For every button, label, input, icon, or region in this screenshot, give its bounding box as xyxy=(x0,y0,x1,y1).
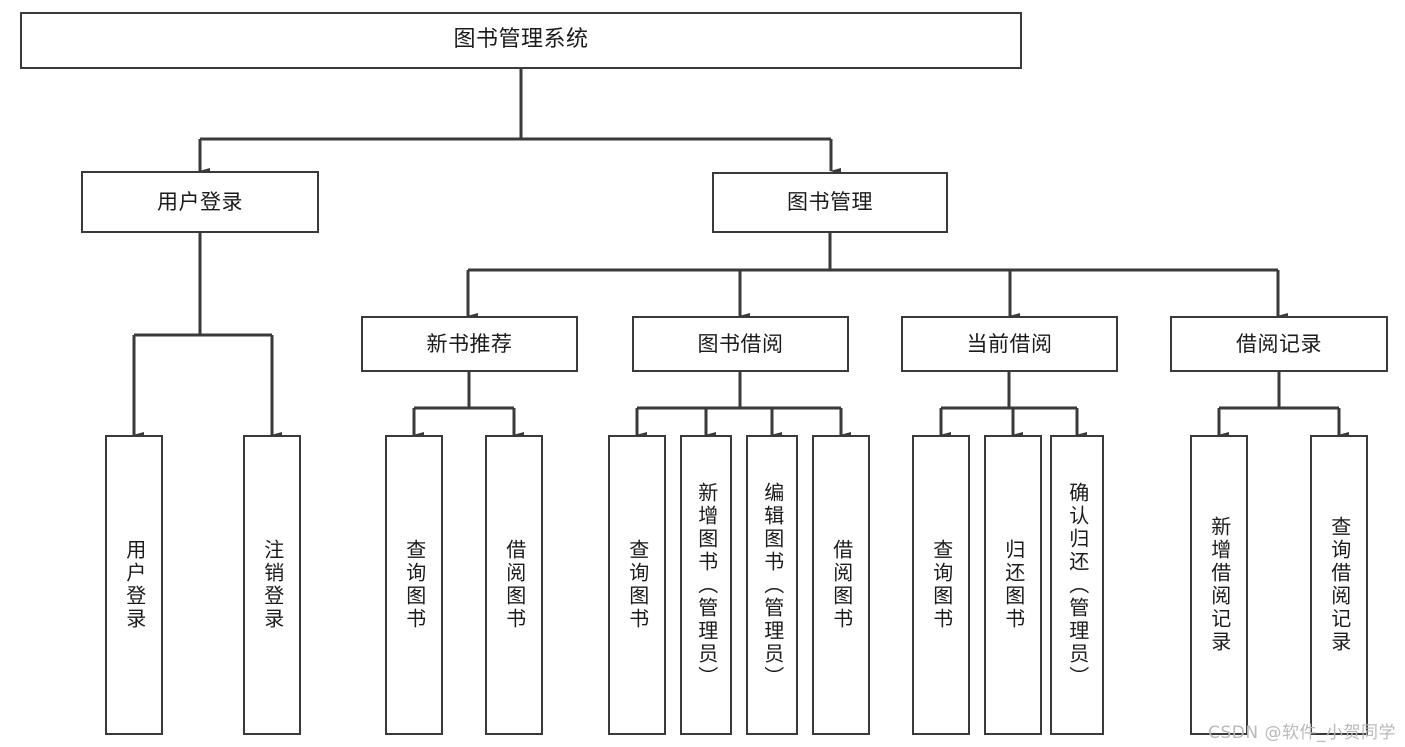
node-label: 借阅记录 xyxy=(1236,331,1322,356)
node-label: 编辑图书（管理员） xyxy=(760,481,785,689)
node-leaf_7[interactable]: 借阅图书 xyxy=(812,435,870,735)
node-leaf_5[interactable]: 新增图书（管理员） xyxy=(680,435,732,735)
node-leaf_2[interactable]: 查询图书 xyxy=(385,435,443,735)
node-leaf_8[interactable]: 查询图书 xyxy=(912,435,970,735)
node-leaf_10[interactable]: 确认归还（管理员） xyxy=(1050,435,1104,735)
node-l2_2[interactable]: 当前借阅 xyxy=(901,316,1118,372)
csdn-watermark: CSDN @软件_小贺同学 xyxy=(1208,723,1396,743)
node-leaf_3[interactable]: 借阅图书 xyxy=(485,435,543,735)
node-label: 注销登录 xyxy=(260,539,285,631)
node-label: 查询图书 xyxy=(402,539,427,631)
connector-lines xyxy=(132,69,1349,438)
node-l2_0[interactable]: 新书推荐 xyxy=(361,316,578,372)
node-label: 图书管理系统 xyxy=(453,27,589,53)
node-label: 新增借阅记录 xyxy=(1207,516,1232,654)
node-leaf_0[interactable]: 用户登录 xyxy=(105,435,163,735)
node-label: 查询图书 xyxy=(929,539,954,631)
node-label: 用户登录 xyxy=(157,189,243,214)
node-label: 用户登录 xyxy=(122,539,147,631)
node-leaf_6[interactable]: 编辑图书（管理员） xyxy=(746,435,798,735)
node-leaf_12[interactable]: 查询借阅记录 xyxy=(1310,435,1368,735)
node-l2_1[interactable]: 图书借阅 xyxy=(632,316,849,372)
node-l1_1[interactable]: 图书管理 xyxy=(712,172,948,233)
node-label: 查询借阅记录 xyxy=(1327,516,1352,654)
node-label: 确认归还（管理员） xyxy=(1065,481,1090,689)
node-leaf_1[interactable]: 注销登录 xyxy=(243,435,301,735)
node-leaf_11[interactable]: 新增借阅记录 xyxy=(1190,435,1248,735)
node-label: 借阅图书 xyxy=(502,539,527,631)
node-label: 图书借阅 xyxy=(697,331,784,356)
node-label: 归还图书 xyxy=(1001,539,1026,631)
node-label: 当前借阅 xyxy=(966,331,1053,356)
node-leaf_4[interactable]: 查询图书 xyxy=(608,435,666,735)
node-label: 图书管理 xyxy=(787,190,873,215)
node-root[interactable]: 图书管理系统 xyxy=(20,12,1022,69)
node-label: 查询图书 xyxy=(625,539,650,631)
node-label: 新书推荐 xyxy=(426,331,513,356)
node-label: 借阅图书 xyxy=(829,539,854,631)
node-leaf_9[interactable]: 归还图书 xyxy=(984,435,1042,735)
node-l1_0[interactable]: 用户登录 xyxy=(81,171,319,233)
node-label: 新增图书（管理员） xyxy=(694,481,719,689)
node-l2_3[interactable]: 借阅记录 xyxy=(1170,316,1388,372)
